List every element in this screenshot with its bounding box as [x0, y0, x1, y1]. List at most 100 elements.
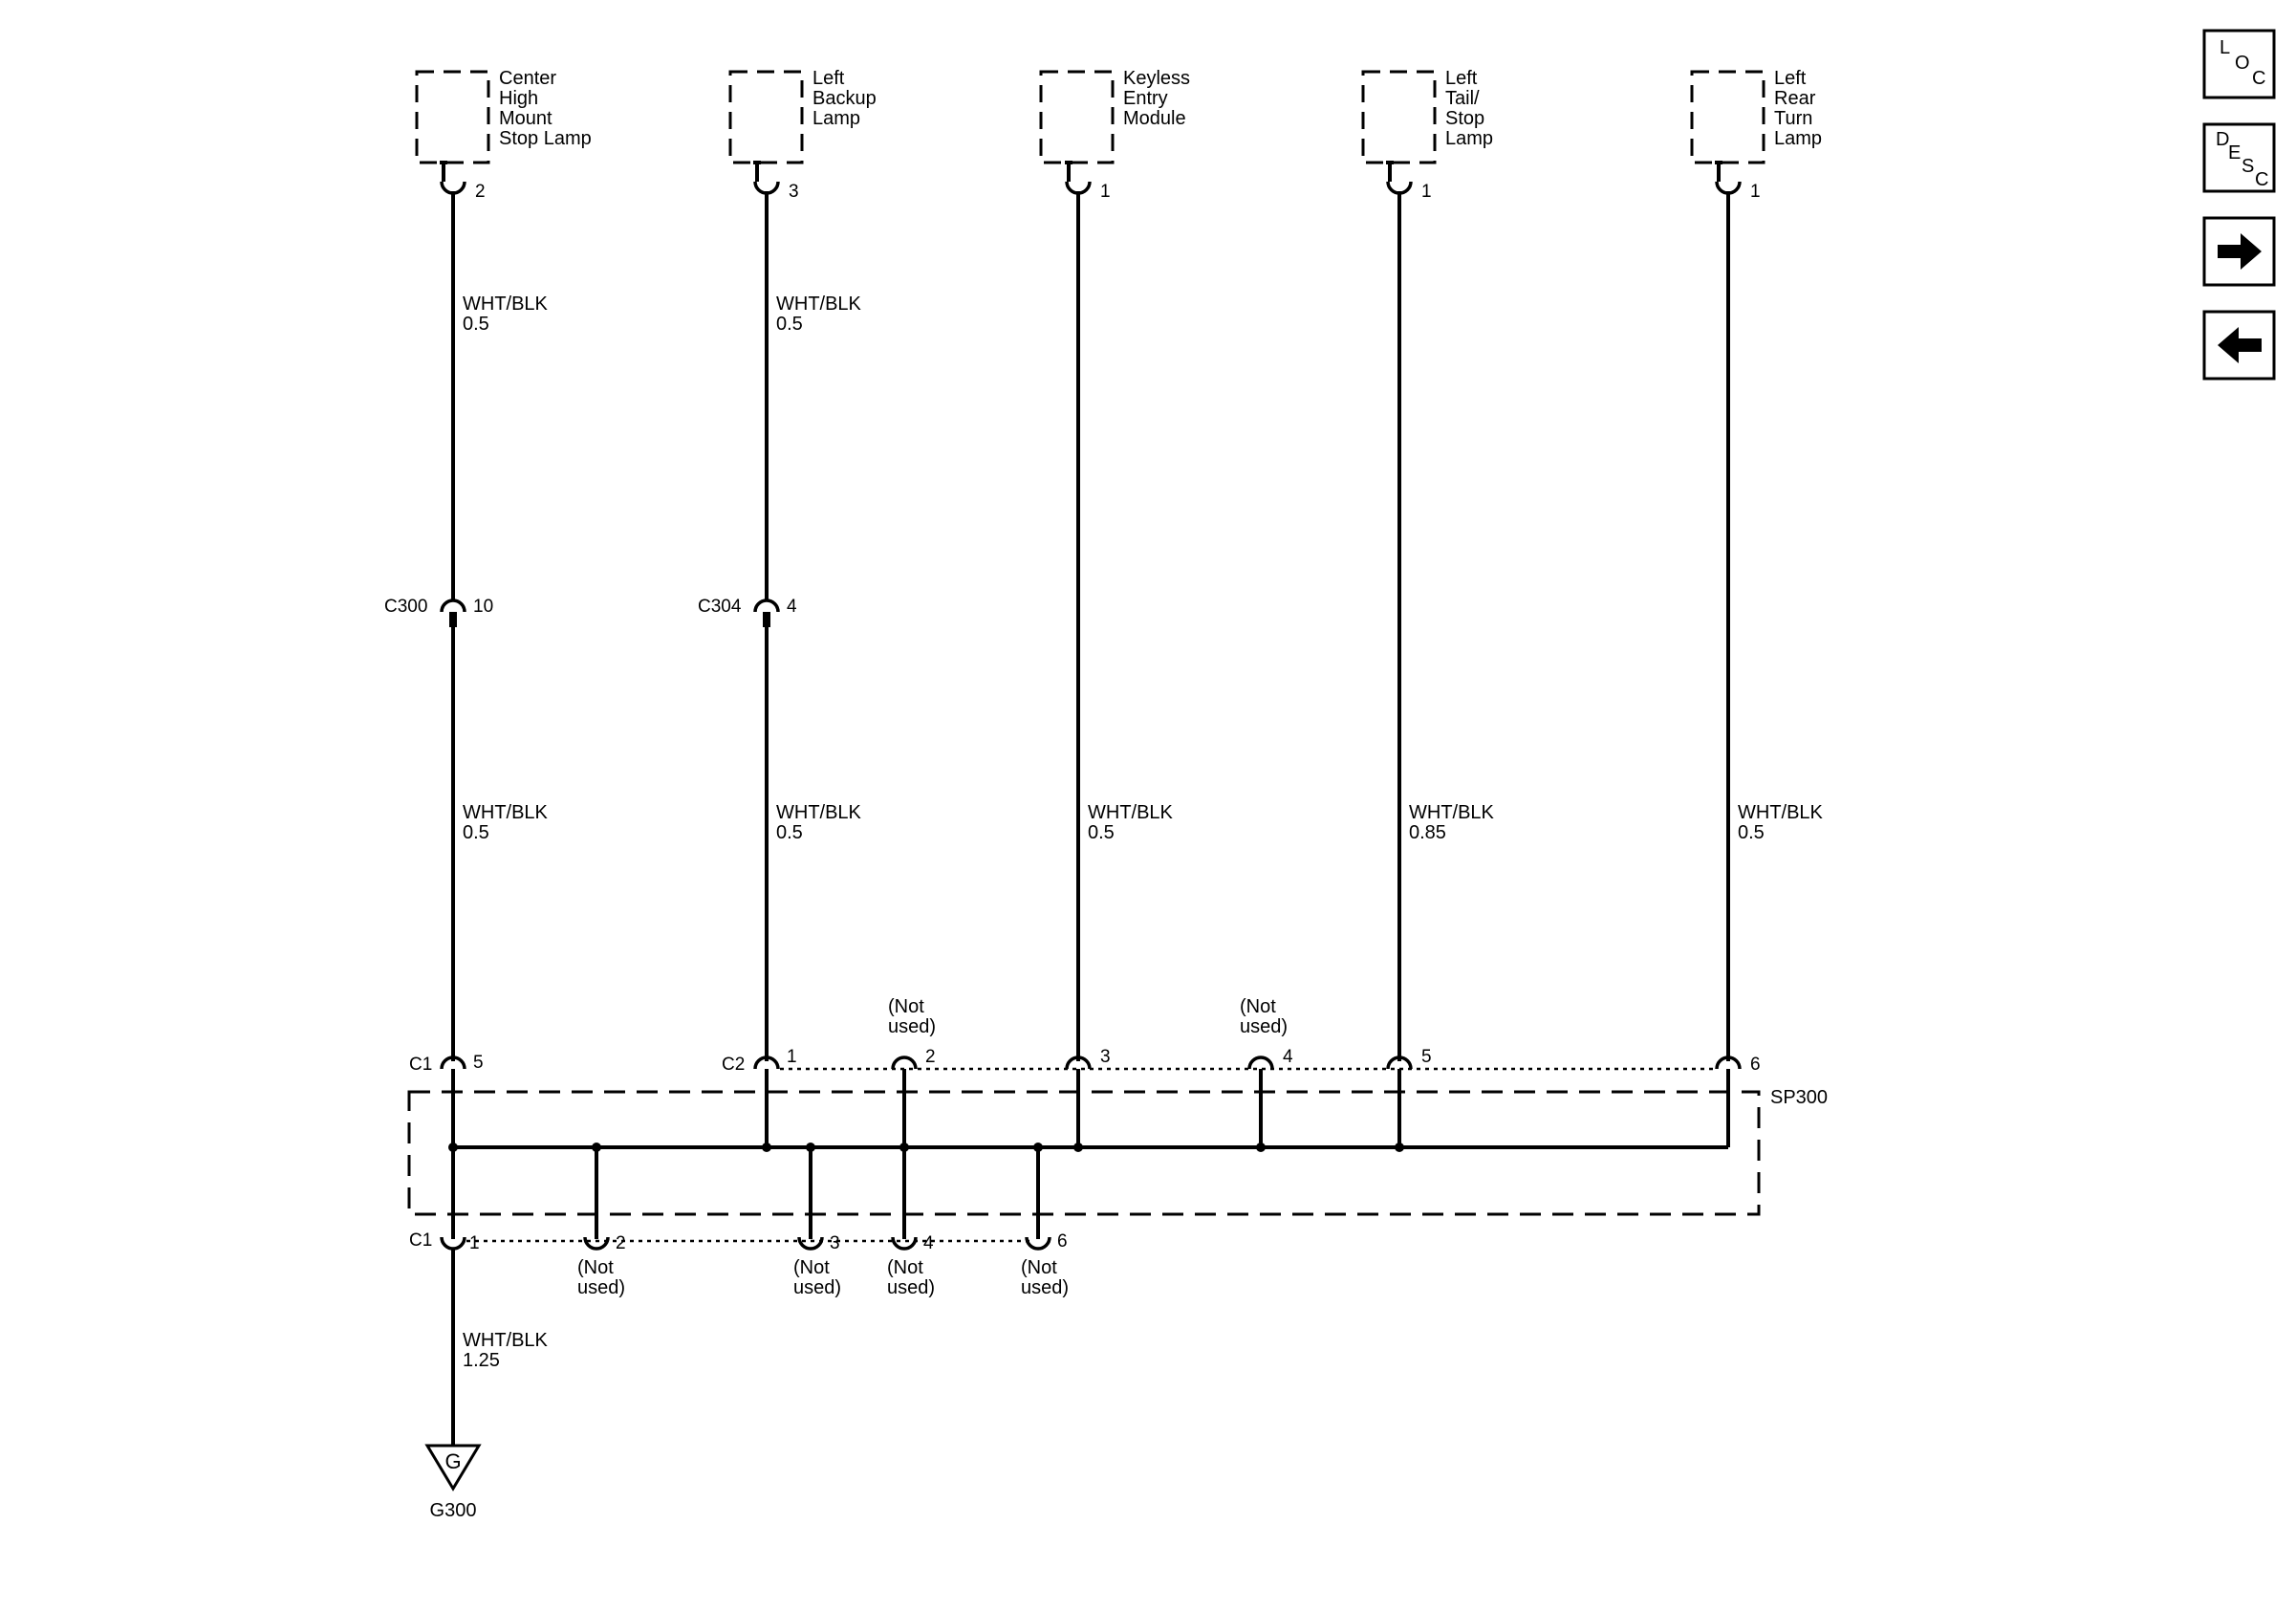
loc-letter: C — [2252, 68, 2265, 89]
component-pin-connectors: 2 3 1 1 1 — [440, 161, 1761, 202]
component-center-high-mount-stop-lamp[interactable]: Center High Mount Stop Lamp — [415, 68, 592, 164]
desc-letter: C — [2255, 169, 2268, 190]
component-label-line: Entry — [1123, 88, 1168, 109]
pin-connector: 1 — [1715, 161, 1761, 202]
splice-pin-c1-5[interactable]: C1 5 — [409, 1053, 484, 1075]
not-used-label: (Not — [577, 1257, 614, 1278]
previous-page-button[interactable] — [2202, 310, 2276, 381]
arrow-left-icon — [2218, 327, 2262, 363]
wire-color-label: WHT/BLK — [776, 802, 862, 823]
ground-g300[interactable]: G G300 — [424, 1444, 482, 1521]
wire-color-label: WHT/BLK — [1738, 802, 1824, 823]
wire-color-label: WHT/BLK — [463, 294, 549, 315]
not-used-label: (Not — [1021, 1257, 1057, 1278]
inline-connector-c304[interactable]: C304 4 — [698, 597, 797, 627]
splice-pin-bottom-3[interactable]: 3 (Not used) — [793, 1233, 841, 1298]
wire-color-label: WHT/BLK — [776, 294, 862, 315]
component-label-line: Module — [1123, 108, 1186, 129]
component-label-line: Lamp — [812, 108, 860, 129]
pin-number: 1 — [787, 1047, 797, 1067]
splice-pin-bottom-c1-1[interactable]: C1 1 — [409, 1230, 480, 1253]
splice-name: SP300 — [1770, 1087, 1828, 1108]
not-used-label: used) — [793, 1277, 841, 1298]
connector-label: C1 — [409, 1230, 432, 1251]
not-used-label: (Not — [888, 996, 924, 1017]
pin-connector: 1 — [1386, 161, 1432, 202]
pin-number: 3 — [1100, 1047, 1111, 1067]
desc-button[interactable]: D E S C — [2202, 122, 2276, 193]
wire-color-label: WHT/BLK — [463, 802, 549, 823]
pin-number: 4 — [923, 1233, 934, 1253]
pin-number: 1 — [1100, 182, 1111, 202]
splice-pin-c2-5[interactable]: 5 — [1386, 1047, 1432, 1070]
pin-number: 2 — [475, 182, 486, 202]
splice-pack-sp300[interactable]: SP300 — [407, 1069, 1828, 1239]
component-label-line: Lamp — [1445, 128, 1493, 149]
splice-bottom-connectors: C1 1 2 (Not used) 3 (Not used) 4 (Not us… — [409, 1230, 1069, 1298]
component-label-line: Keyless — [1123, 68, 1190, 89]
component-left-tail-stop-lamp[interactable]: Left Tail/ Stop Lamp — [1361, 68, 1493, 164]
component-left-rear-turn-lamp[interactable]: Left Rear Turn Lamp — [1690, 68, 1822, 164]
component-label-line: Turn — [1774, 108, 1812, 129]
connector-name: C304 — [698, 597, 742, 617]
not-used-label: used) — [577, 1277, 625, 1298]
component-label-line: Backup — [812, 88, 877, 109]
desc-letter: S — [2242, 156, 2254, 177]
pin-number: 3 — [789, 182, 799, 202]
component-label-line: Stop — [1445, 108, 1484, 129]
splice-pin-c2-1[interactable]: C2 1 — [722, 1047, 797, 1075]
connector-label: C1 — [409, 1055, 432, 1075]
not-used-label: used) — [888, 1016, 936, 1037]
loc-letter: O — [2235, 53, 2250, 74]
not-used-label: used) — [887, 1277, 935, 1298]
pin-number: 4 — [787, 597, 797, 617]
next-page-button[interactable] — [2202, 216, 2276, 287]
wire-gauge-label: 0.5 — [776, 314, 803, 335]
wire-gauge-label: 0.85 — [1409, 822, 1446, 843]
splice-pin-c2-6[interactable]: 6 — [1715, 1055, 1761, 1075]
component-keyless-entry-module[interactable]: Keyless Entry Module — [1039, 68, 1190, 164]
connector-name: C300 — [384, 597, 427, 617]
component-label-line: Mount — [499, 108, 552, 129]
component-label-line: Stop Lamp — [499, 128, 592, 149]
splice-pin-c2-3[interactable]: 3 — [1065, 1047, 1111, 1070]
component-label-line: Left — [1774, 68, 1807, 89]
wire-gauge-label: 0.5 — [463, 822, 489, 843]
wire-gauge-label: 0.5 — [776, 822, 803, 843]
wire-gauge-label: 0.5 — [463, 314, 489, 335]
wire-gauge-label: 0.5 — [1088, 822, 1115, 843]
wire-gauge-label: 1.25 — [463, 1350, 500, 1371]
pin-number: 5 — [1421, 1047, 1432, 1067]
pin-number: 5 — [473, 1053, 484, 1073]
splice-pin-c2-4[interactable]: 4 (Not used) — [1240, 996, 1293, 1070]
pin-number: 6 — [1750, 1055, 1761, 1075]
component-label-line: Lamp — [1774, 128, 1822, 149]
desc-letter: D — [2216, 129, 2229, 150]
wire-gauge-label: 0.5 — [1738, 822, 1765, 843]
not-used-label: (Not — [1240, 996, 1276, 1017]
component-label-line: High — [499, 88, 538, 109]
component-left-backup-lamp[interactable]: Left Backup Lamp — [728, 68, 877, 164]
loc-button[interactable]: L O C — [2202, 29, 2276, 99]
splice-pin-bottom-4[interactable]: 4 (Not used) — [887, 1233, 935, 1298]
splice-pin-bottom-2[interactable]: 2 (Not used) — [577, 1233, 626, 1298]
ground-name: G300 — [430, 1500, 477, 1521]
pin-number: 6 — [1057, 1231, 1068, 1252]
pin-connector: 1 — [1065, 161, 1111, 202]
pin-number: 1 — [1421, 182, 1432, 202]
pin-number: 4 — [1283, 1047, 1293, 1067]
not-used-label: (Not — [887, 1257, 923, 1278]
inline-connector-c300[interactable]: C300 10 — [384, 597, 493, 627]
wire-color-label: WHT/BLK — [1409, 802, 1495, 823]
pin-number: 2 — [925, 1047, 936, 1067]
wire-color-label: WHT/BLK — [1088, 802, 1174, 823]
splice-pin-bottom-6[interactable]: 6 (Not used) — [1021, 1231, 1069, 1298]
connector-label: C2 — [722, 1055, 745, 1075]
wire-color-label: WHT/BLK — [463, 1330, 549, 1351]
wire-ground[interactable]: WHT/BLK 1.25 — [451, 1249, 549, 1446]
not-used-label: used) — [1021, 1277, 1069, 1298]
component-label-line: Center — [499, 68, 556, 89]
splice-pin-c2-2[interactable]: 2 (Not used) — [888, 996, 936, 1070]
not-used-label: used) — [1240, 1016, 1288, 1037]
